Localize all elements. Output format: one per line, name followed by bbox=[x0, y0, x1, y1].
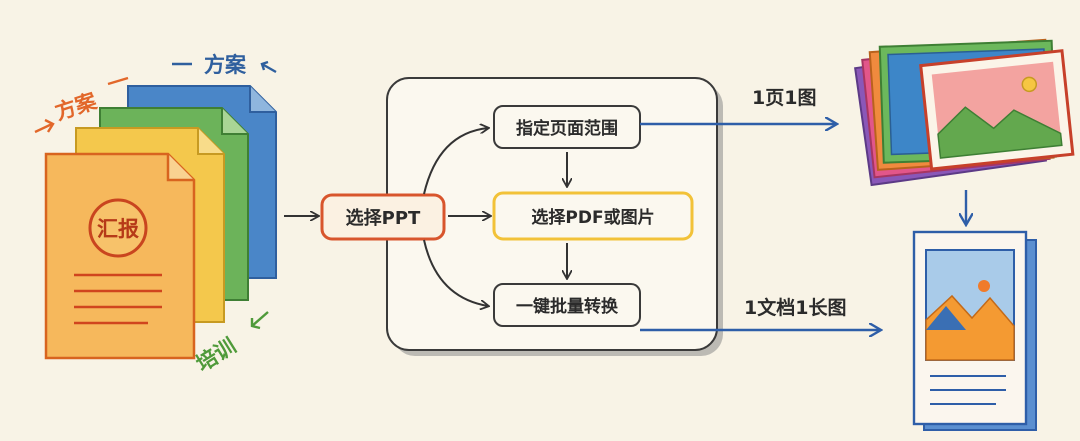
tag-left-label: 方案 bbox=[52, 89, 100, 125]
document-stack: 汇报 bbox=[44, 85, 277, 360]
node-page-range-label: 指定页面范围 bbox=[516, 118, 618, 139]
report-title: 汇报 bbox=[97, 217, 139, 241]
node-select-output: 选择PDF或图片 bbox=[492, 191, 694, 241]
tag-bottom-label: 培训 bbox=[192, 334, 240, 377]
node-select-ppt: 选择PPT bbox=[320, 193, 446, 241]
image-stack bbox=[854, 38, 1075, 187]
arrow-ppt-to-range bbox=[423, 128, 488, 195]
tag-top: 方案 bbox=[172, 53, 277, 77]
output-long-image-label: 1文档1长图 bbox=[744, 296, 846, 319]
output-per-page-label: 1页1图 bbox=[752, 87, 816, 109]
doc-front-report bbox=[44, 152, 196, 360]
node-page-range: 指定页面范围 bbox=[493, 105, 641, 149]
report-badge bbox=[88, 198, 148, 258]
node-select-ppt-label: 选择PPT bbox=[346, 207, 421, 229]
long-image bbox=[912, 230, 1037, 431]
node-batch-convert-label: 一键批量转换 bbox=[516, 296, 619, 317]
sun-icon bbox=[978, 280, 990, 292]
tag-top-label: 方案 bbox=[204, 53, 247, 77]
sun-icon bbox=[1021, 76, 1038, 93]
arrow-ppt-to-convert bbox=[423, 239, 488, 306]
node-select-output-label: 选择PDF或图片 bbox=[531, 207, 654, 228]
picture-front bbox=[919, 49, 1075, 171]
node-batch-convert: 一键批量转换 bbox=[493, 283, 641, 327]
